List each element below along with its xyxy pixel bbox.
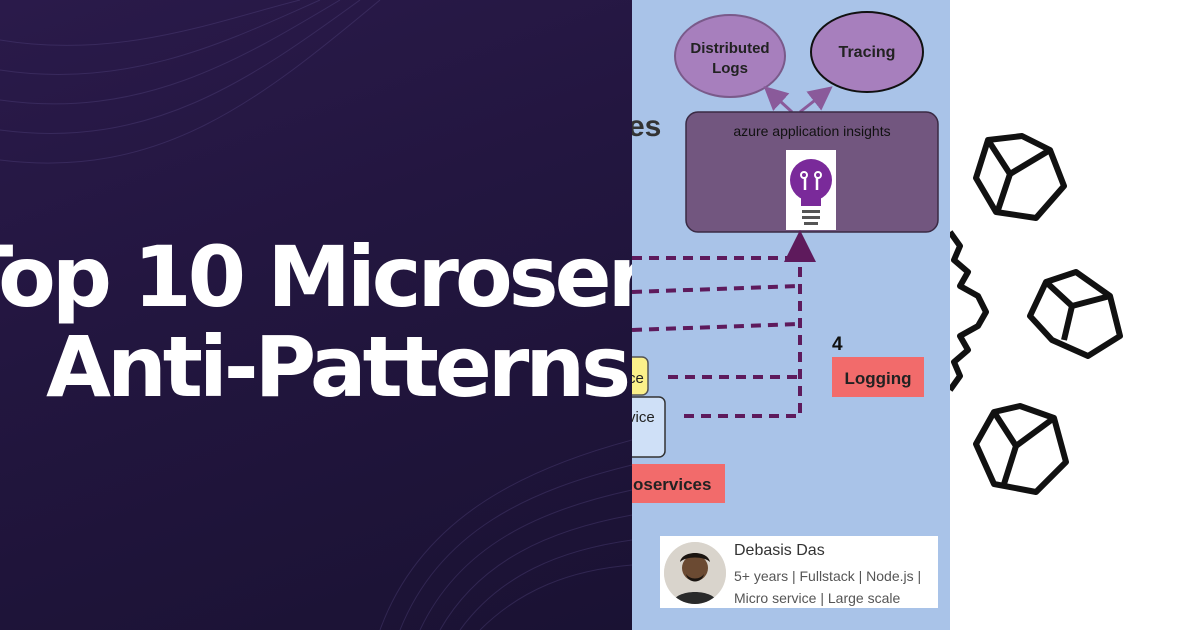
title-panel: Top 10 Microservices Anti-Patterns <box>0 0 632 630</box>
title-line-2: Anti-Patterns <box>46 318 631 416</box>
gear-icon <box>950 230 989 392</box>
svg-text:Distributed: Distributed <box>690 40 769 57</box>
dashed-connectors <box>632 240 802 418</box>
diagram-panel: Distributed Logs Tracing es azure applic… <box>632 0 950 630</box>
svg-text:Logging: Logging <box>844 369 911 388</box>
architecture-diagram: Distributed Logs Tracing es azure applic… <box>632 11 939 503</box>
logging-box: Logging <box>832 357 924 397</box>
icons-panel <box>950 0 1200 630</box>
title-line-1: Top 10 Microservices <box>0 228 632 326</box>
svg-text:oservices: oservices <box>633 475 711 494</box>
lightbulb-icon <box>786 150 836 230</box>
decorative-swirl <box>0 0 632 630</box>
microservices-box: oservices <box>632 464 725 503</box>
cube-icon <box>973 403 1069 495</box>
avatar <box>664 542 726 604</box>
partial-heading: es <box>632 110 661 143</box>
insights-box: azure application insights <box>685 111 939 233</box>
cube-icon <box>973 133 1067 221</box>
insights-label: azure application insights <box>733 123 890 139</box>
tracing-node: Tracing <box>810 11 924 93</box>
distributed-logs-node: Distributed Logs <box>674 14 786 98</box>
service-box-partial-1: ce <box>632 356 649 396</box>
step-number: 4 <box>832 334 843 355</box>
svg-text:vice: vice <box>632 409 655 426</box>
author-bio-line-2: Micro service | Large scale <box>734 590 901 606</box>
cube-icon <box>1027 269 1123 359</box>
author-name: Debasis Das <box>734 542 825 559</box>
author-bio-line-1: 5+ years | Fullstack | Node.js | <box>734 568 922 584</box>
service-box-partial-2: vice <box>632 396 666 458</box>
svg-text:Logs: Logs <box>712 60 748 77</box>
author-card[interactable]: Debasis Das 5+ years | Fullstack | Node.… <box>660 536 938 608</box>
tracing-label: Tracing <box>839 44 896 61</box>
svg-text:ce: ce <box>632 370 644 387</box>
